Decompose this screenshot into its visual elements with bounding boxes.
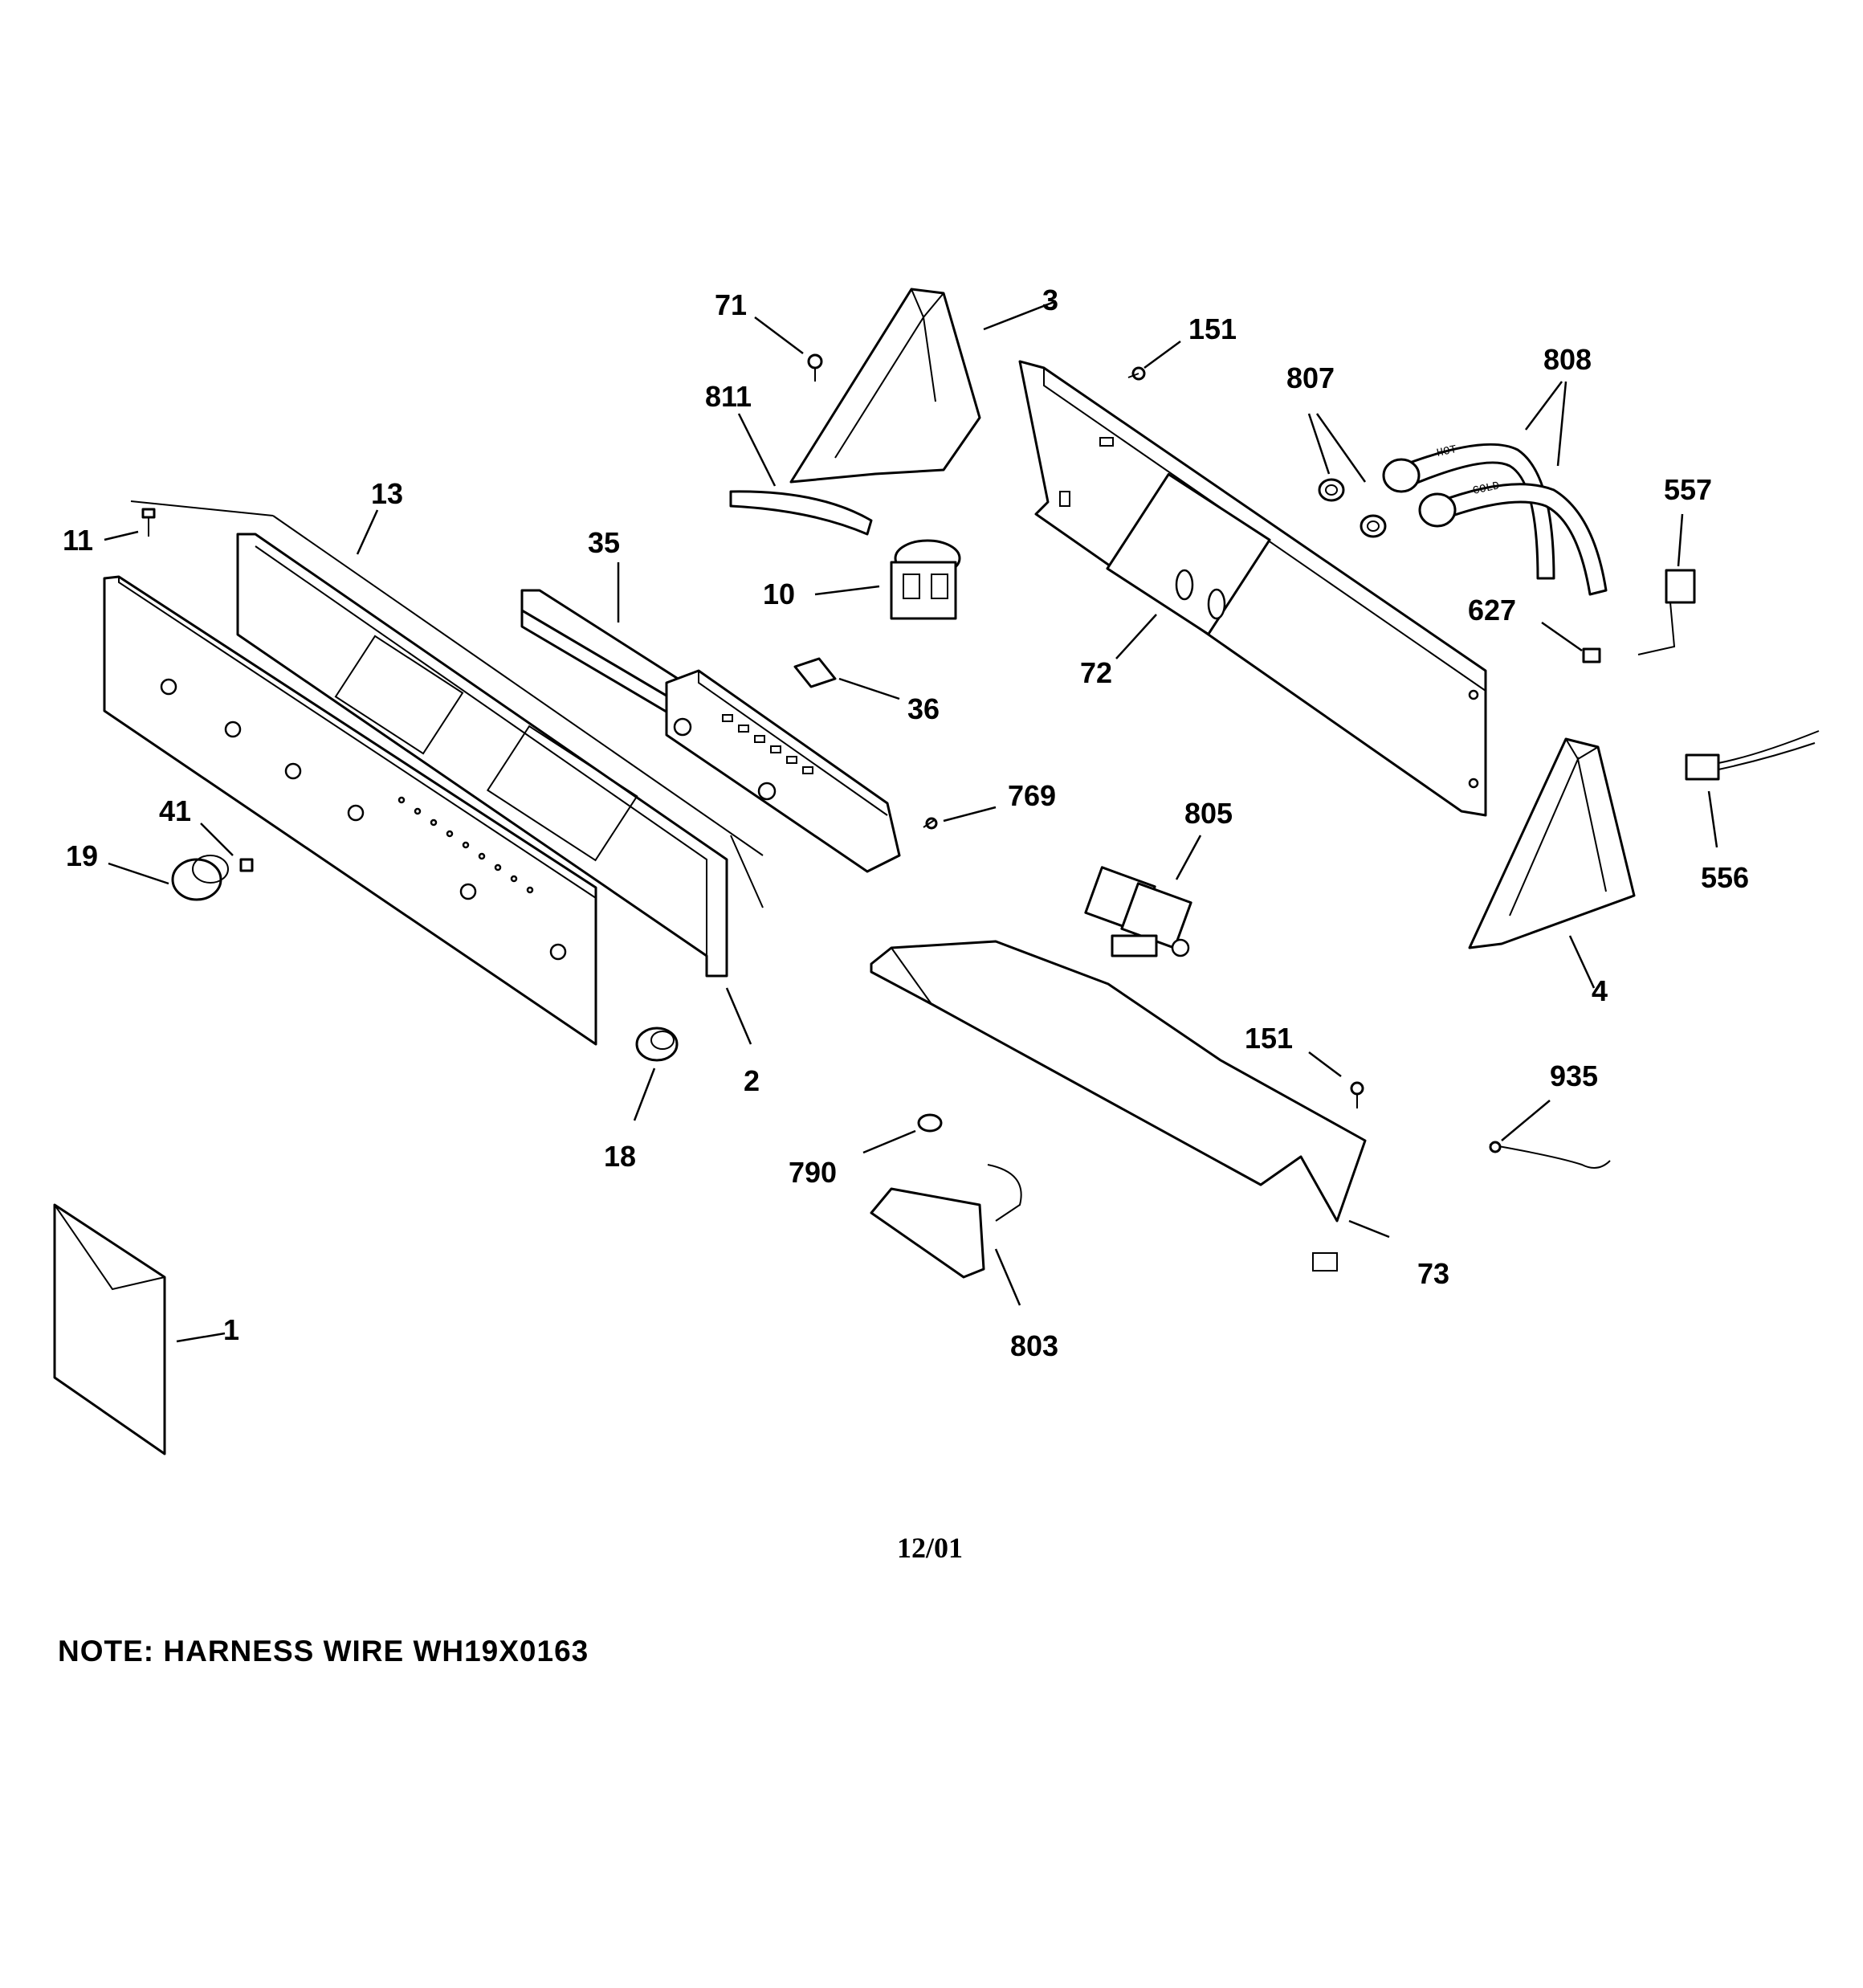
- hot-hose-label: HOT: [1436, 443, 1458, 460]
- callout-151-lower: 151: [1245, 1022, 1293, 1055]
- callout-769: 769: [1008, 779, 1056, 812]
- part-36-connector: [793, 657, 837, 688]
- part-805-water-valve: [1084, 866, 1192, 957]
- part-1-manual: [53, 1203, 166, 1455]
- callout-808: 808: [1543, 343, 1592, 376]
- callout-72: 72: [1080, 656, 1112, 689]
- panel-led-holes: [397, 796, 534, 894]
- part-19-knob: [171, 855, 229, 901]
- callout-10: 10: [763, 578, 795, 610]
- part-18-grommet: [635, 1027, 679, 1062]
- part-13-console-frame: [236, 515, 764, 978]
- callout-151-top: 151: [1188, 312, 1237, 345]
- callout-556: 556: [1701, 861, 1749, 894]
- part-73-bottom-bracket: [870, 940, 1367, 1272]
- part-41-clip: [239, 858, 254, 872]
- part-front-console-panel: [103, 575, 597, 1046]
- callout-3: 3: [1042, 284, 1058, 316]
- part-627-plug: [1582, 647, 1601, 663]
- part-790-clamp: [917, 1113, 943, 1133]
- callout-627: 627: [1468, 594, 1516, 627]
- callout-2: 2: [744, 1064, 760, 1097]
- callout-11: 11: [63, 524, 93, 557]
- part-935-ground-wire: [1489, 1141, 1611, 1169]
- part-11-screw: [141, 508, 156, 537]
- part-151-screw-top: [1127, 366, 1146, 381]
- panel-knob-holes: [160, 678, 567, 961]
- part-808-inlet-hoses: HOT COLD: [1382, 443, 1608, 596]
- callout-41: 41: [159, 794, 191, 827]
- callout-leaders: [104, 300, 1718, 1343]
- callout-935: 935: [1550, 1059, 1598, 1092]
- part-807-washers: [1318, 478, 1387, 538]
- harness-note: NOTE: HARNESS WIRE WH19X0163: [58, 1635, 589, 1668]
- callout-1: 1: [223, 1313, 239, 1346]
- part-4-side-bracket: [1468, 737, 1636, 949]
- callout-4: 4: [1592, 974, 1608, 1007]
- callout-805: 805: [1184, 797, 1233, 830]
- part-803-dispenser: [870, 1164, 1022, 1279]
- callout-790: 790: [789, 1156, 837, 1189]
- part-556-harness-connector: [1685, 730, 1820, 781]
- callout-803: 803: [1010, 1329, 1058, 1362]
- part-13-top-edge: [130, 500, 274, 516]
- callout-71: 71: [715, 288, 747, 321]
- part-769-screw: [923, 817, 938, 830]
- part-3-side-bracket: [789, 288, 981, 484]
- part-811-hose: [729, 490, 873, 536]
- callout-73: 73: [1417, 1257, 1449, 1290]
- part-10-pressure-switch: [890, 539, 961, 620]
- revision-date: 12/01: [897, 1532, 964, 1564]
- callout-35: 35: [588, 526, 620, 559]
- part-557-connector: [1637, 569, 1696, 655]
- callout-18: 18: [604, 1140, 636, 1173]
- callout-807: 807: [1286, 361, 1335, 394]
- cold-hose-label: COLD: [1472, 480, 1501, 498]
- callout-19: 19: [66, 839, 98, 872]
- part-72-rear-panel: [1018, 360, 1487, 817]
- part-control-board-housing: [665, 669, 901, 873]
- part-151-screw-lower: [1350, 1081, 1364, 1108]
- callout-labels: 1 2 3 4 10 11 13 18 19 35 36 41 71 72 73…: [63, 284, 1749, 1362]
- callout-557: 557: [1664, 473, 1712, 506]
- callout-36: 36: [907, 692, 940, 725]
- callout-13: 13: [371, 477, 403, 510]
- part-71-screw: [807, 353, 823, 382]
- board-slots: [722, 714, 813, 774]
- callout-811: 811: [705, 380, 752, 413]
